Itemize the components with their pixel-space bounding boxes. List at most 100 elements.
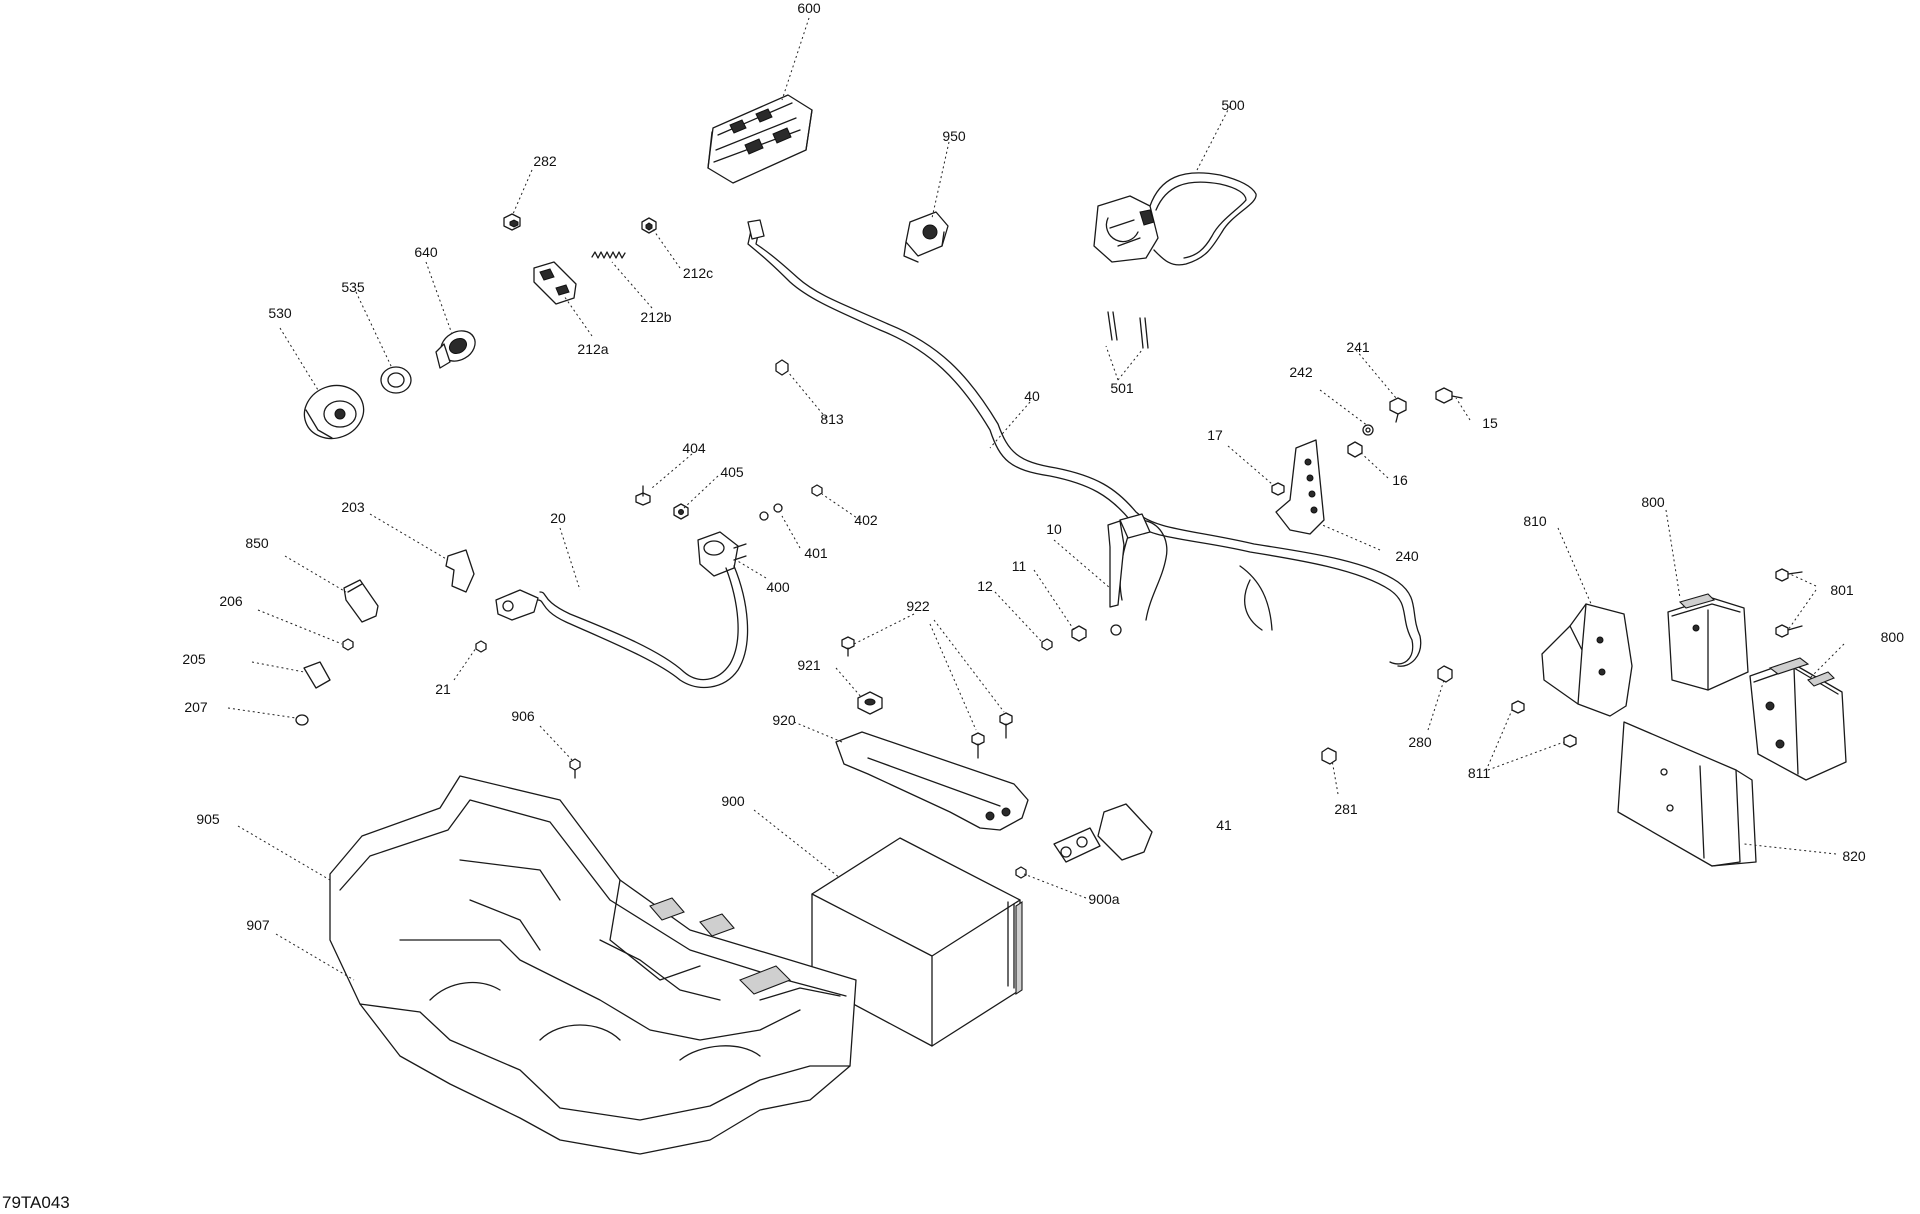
bracket-part-240[interactable] [1275,439,1325,535]
callout-813: 813 [820,411,844,427]
callout-15: 15 [1482,415,1498,431]
spring-part-212b[interactable] [591,251,626,259]
screw-part-11[interactable] [1071,625,1087,642]
fuse-part-207[interactable] [295,714,309,726]
callout-205: 205 [182,651,206,667]
terminal-cover-part-41[interactable] [1053,803,1153,863]
callout-501: 501 [1110,380,1134,396]
callout-907: 907 [246,917,270,933]
solenoid-part-400[interactable] [697,531,747,577]
callout-402: 402 [854,512,878,528]
nut-part-12[interactable] [1041,638,1053,651]
screw-part-811[interactable] [1511,700,1577,748]
callout-800-top: 800 [1641,494,1665,510]
main-harness-part-40[interactable] [747,219,1422,667]
battery-cable-part-20[interactable] [495,565,749,689]
drawing-id: 79TA043 [2,1193,70,1212]
screw-part-404[interactable] [635,485,651,506]
control-module-part-800a[interactable] [1667,593,1749,691]
socket-part-530[interactable] [297,377,371,446]
callout-400: 400 [766,579,790,595]
callout-530: 530 [268,305,292,321]
callout-212c: 212c [683,265,713,281]
nut-part-16[interactable] [1347,441,1363,458]
callout-906: 906 [511,708,535,724]
fuse-box-part-600[interactable] [707,94,813,184]
screw-part-15[interactable] [1435,387,1463,404]
callout-920: 920 [772,712,796,728]
callout-810: 810 [1523,513,1547,529]
clip-part-203[interactable] [445,549,475,593]
callout-921: 921 [797,657,821,673]
callout-206: 206 [219,593,243,609]
nut-part-21[interactable] [475,640,487,653]
callout-241: 241 [1346,339,1370,355]
callout-242: 242 [1289,364,1313,380]
callout-207: 207 [184,699,208,715]
callout-401: 401 [804,545,828,561]
nut-part-281[interactable] [1321,747,1337,765]
nut-part-900a[interactable] [1015,866,1027,879]
bracket-part-810[interactable] [1541,603,1633,717]
callout-labels: 600 500 950 282 212c 212b 212a 640 535 5… [182,0,1904,933]
pin-part-501[interactable] [1107,311,1149,349]
callout-41: 41 [1216,817,1232,833]
callout-850: 850 [245,535,269,551]
callout-10: 10 [1046,521,1062,537]
relay-part-850[interactable] [343,579,379,623]
callout-640: 640 [414,244,438,260]
callout-950: 950 [942,128,966,144]
nut-part-921[interactable] [857,691,883,715]
nut-part-280[interactable] [1437,665,1453,683]
nut-part-405[interactable] [673,503,689,520]
screw-part-17[interactable] [1271,482,1285,496]
callout-282: 282 [533,153,557,169]
nut-part-813[interactable] [775,359,789,376]
connector-part-950[interactable] [903,211,949,263]
callout-922: 922 [906,598,930,614]
fuse-holder-part-205[interactable] [303,661,331,689]
callout-800-bottom: 800 [1881,629,1905,645]
control-module-part-800b[interactable] [1749,657,1847,781]
nut-part-212c[interactable] [641,217,657,234]
callout-203: 203 [341,499,365,515]
nut-part-402[interactable] [811,484,823,497]
washer-part-401[interactable] [759,503,783,521]
ring-part-535[interactable] [380,366,412,394]
washer-part-242[interactable] [1362,424,1374,436]
callout-801: 801 [1830,582,1854,598]
screw-part-801[interactable] [1775,568,1803,638]
callout-600: 600 [797,0,821,16]
leader-lines [227,17,1845,981]
callout-900a: 900a [1088,891,1119,907]
nut-part-282[interactable] [503,213,521,231]
callout-535: 535 [341,279,365,295]
callout-16: 16 [1392,472,1408,488]
callout-820: 820 [1842,848,1866,864]
callout-12: 12 [977,578,993,594]
screw-part-241[interactable] [1389,397,1407,423]
callout-404: 404 [682,440,706,456]
callout-280: 280 [1408,734,1432,750]
callout-811: 811 [1468,765,1491,781]
cap-part-640[interactable] [435,325,480,369]
callout-500: 500 [1221,97,1245,113]
callout-17: 17 [1207,427,1223,443]
mounting-plate-part-820[interactable] [1617,721,1757,867]
switch-part-212a[interactable] [533,261,577,305]
callout-40: 40 [1024,388,1040,404]
callout-281: 281 [1334,801,1358,817]
hold-down-part-920[interactable] [835,731,1029,831]
callout-900: 900 [721,793,745,809]
callout-212a: 212a [577,341,608,357]
horn-assembly-part-500[interactable] [1093,172,1257,266]
screw-part-922[interactable] [841,636,1013,759]
screw-part-906[interactable] [569,758,581,779]
nut-part-206[interactable] [342,638,354,651]
battery-tray-part-905[interactable] [329,775,857,1155]
callout-240: 240 [1395,548,1419,564]
callout-11: 11 [1012,558,1027,574]
callout-905: 905 [196,811,220,827]
callout-20: 20 [550,510,566,526]
